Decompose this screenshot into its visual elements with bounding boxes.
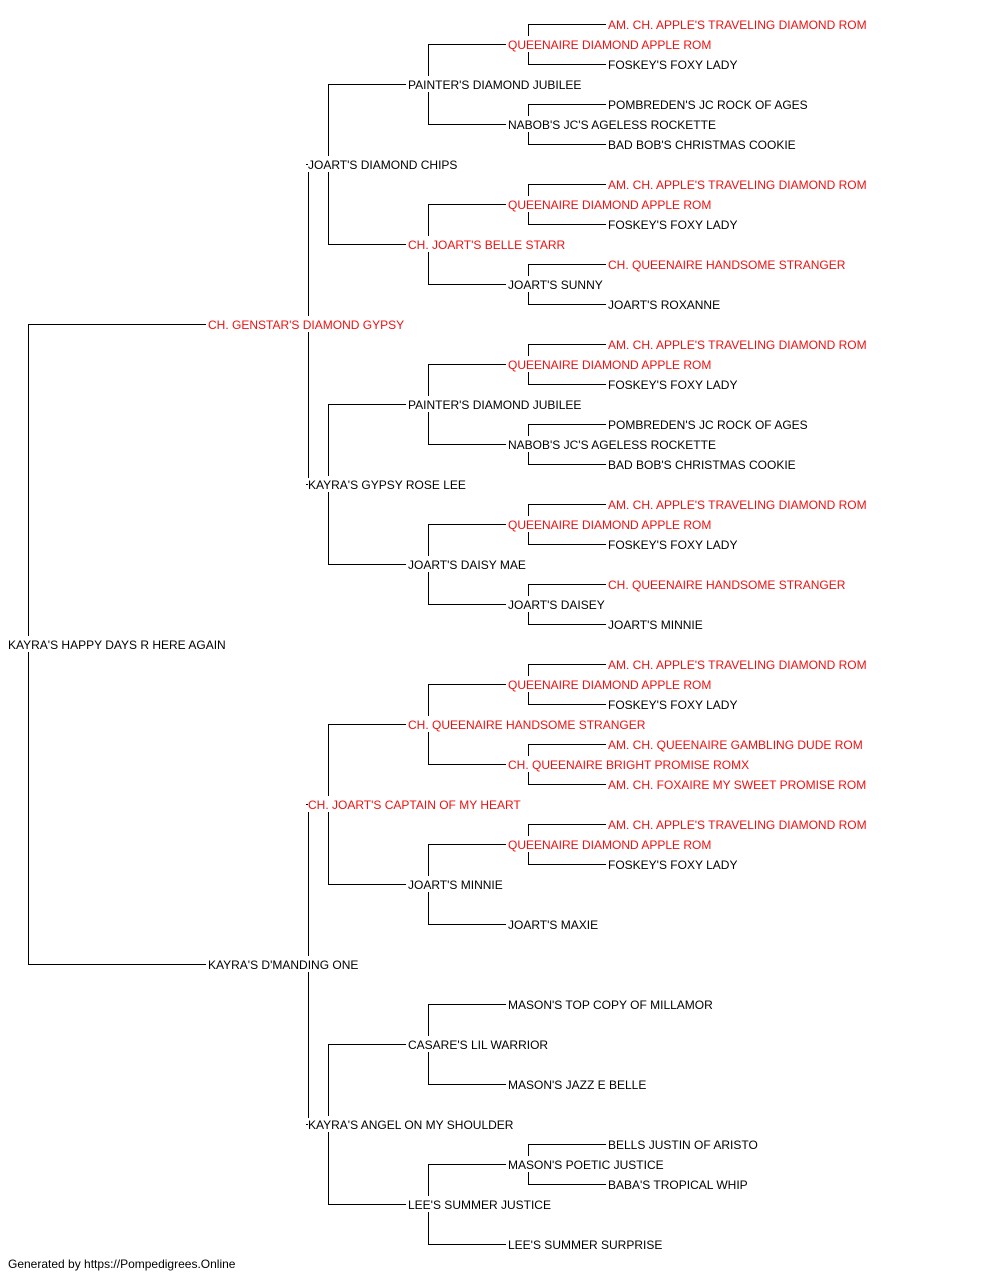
pedigree-ancestor-gen4: MASON'S POETIC JUSTICE (508, 1157, 666, 1172)
pedigree-ancestor-gen4: NABOB'S JC'S AGELESS ROCKETTE (508, 437, 718, 452)
pedigree-ancestor-gen5: BELLS JUSTIN OF ARISTO (608, 1137, 760, 1152)
pedigree-ancestor-gen5: AM. CH. FOXAIRE MY SWEET PROMISE ROM (608, 777, 869, 792)
pedigree-ancestor-gen5: FOSKEY'S FOXY LADY (608, 57, 740, 72)
pedigree-ancestor-gen5: FOSKEY'S FOXY LADY (608, 697, 740, 712)
pedigree-ancestor-gen3: PAINTER'S DIAMOND JUBILEE (408, 397, 584, 412)
pedigree-ancestor-gen5: BAD BOB'S CHRISTMAS COOKIE (608, 137, 798, 152)
pedigree-ancestor-gen4: QUEENAIRE DIAMOND APPLE ROM (508, 837, 714, 852)
pedigree-ancestor-gen1: CH. GENSTAR'S DIAMOND GYPSY (208, 317, 407, 332)
pedigree-ancestor-gen3: JOART'S DAISY MAE (408, 557, 528, 572)
pedigree-ancestor-gen4: LEE'S SUMMER SURPRISE (508, 1237, 665, 1252)
pedigree-ancestor-gen5: AM. CH. APPLE'S TRAVELING DIAMOND ROM (608, 657, 869, 672)
pedigree-ancestor-gen3: PAINTER'S DIAMOND JUBILEE (408, 77, 584, 92)
pedigree-ancestor-gen2: KAYRA'S ANGEL ON MY SHOULDER (308, 1117, 516, 1132)
pedigree-ancestor-gen4: QUEENAIRE DIAMOND APPLE ROM (508, 197, 714, 212)
pedigree-ancestor-gen4: JOART'S DAISEY (508, 597, 607, 612)
footer-credit: Generated by https://Pompedigrees.Online (8, 1257, 236, 1271)
pedigree-ancestor-gen3: JOART'S MINNIE (408, 877, 505, 892)
pedigree-ancestor-gen5: CH. QUEENAIRE HANDSOME STRANGER (608, 577, 848, 592)
pedigree-ancestor-gen4: QUEENAIRE DIAMOND APPLE ROM (508, 677, 714, 692)
pedigree-ancestor-gen3: CH. QUEENAIRE HANDSOME STRANGER (408, 717, 648, 732)
pedigree-ancestor-gen4: QUEENAIRE DIAMOND APPLE ROM (508, 517, 714, 532)
pedigree-ancestor-gen5: FOSKEY'S FOXY LADY (608, 217, 740, 232)
pedigree-ancestor-gen5: BABA'S TROPICAL WHIP (608, 1177, 750, 1192)
pedigree-ancestor-gen4: MASON'S JAZZ E BELLE (508, 1077, 649, 1092)
pedigree-ancestor-gen5: AM. CH. APPLE'S TRAVELING DIAMOND ROM (608, 497, 869, 512)
pedigree-ancestor-gen5: POMBREDEN'S JC ROCK OF AGES (608, 97, 810, 112)
pedigree-ancestor-gen5: CH. QUEENAIRE HANDSOME STRANGER (608, 257, 848, 272)
pedigree-ancestor-gen5: POMBREDEN'S JC ROCK OF AGES (608, 417, 810, 432)
pedigree-ancestor-gen5: FOSKEY'S FOXY LADY (608, 537, 740, 552)
pedigree-ancestor-gen3: LEE'S SUMMER JUSTICE (408, 1197, 553, 1212)
pedigree-ancestor-gen2: CH. JOART'S CAPTAIN OF MY HEART (308, 797, 523, 812)
pedigree-ancestor-gen5: FOSKEY'S FOXY LADY (608, 377, 740, 392)
pedigree-ancestor-gen5: AM. CH. APPLE'S TRAVELING DIAMOND ROM (608, 817, 869, 832)
pedigree-ancestor-gen4: QUEENAIRE DIAMOND APPLE ROM (508, 37, 714, 52)
pedigree-ancestor-gen5: AM. CH. APPLE'S TRAVELING DIAMOND ROM (608, 177, 869, 192)
pedigree-ancestor-gen5: JOART'S MINNIE (608, 617, 705, 632)
pedigree-ancestor-gen3: CH. JOART'S BELLE STARR (408, 237, 568, 252)
pedigree-ancestor-gen2: JOART'S DIAMOND CHIPS (308, 157, 460, 172)
pedigree-ancestor-gen4: NABOB'S JC'S AGELESS ROCKETTE (508, 117, 718, 132)
pedigree-ancestor-gen5: AM. CH. APPLE'S TRAVELING DIAMOND ROM (608, 17, 869, 32)
pedigree-ancestor-gen5: BAD BOB'S CHRISTMAS COOKIE (608, 457, 798, 472)
pedigree-ancestor-gen5: AM. CH. APPLE'S TRAVELING DIAMOND ROM (608, 337, 869, 352)
pedigree-ancestor-gen4: JOART'S MAXIE (508, 917, 601, 932)
pedigree-ancestor-gen3: CASARE'S LIL WARRIOR (408, 1037, 551, 1052)
pedigree-ancestor-gen5: AM. CH. QUEENAIRE GAMBLING DUDE ROM (608, 737, 865, 752)
pedigree-ancestor-gen5: FOSKEY'S FOXY LADY (608, 857, 740, 872)
pedigree-ancestor-gen1: KAYRA'S D'MANDING ONE (208, 957, 361, 972)
pedigree-ancestor-gen2: KAYRA'S GYPSY ROSE LEE (308, 477, 468, 492)
pedigree-subject: KAYRA'S HAPPY DAYS R HERE AGAIN (8, 637, 228, 652)
pedigree-ancestor-gen4: QUEENAIRE DIAMOND APPLE ROM (508, 357, 714, 372)
pedigree-ancestor-gen4: MASON'S TOP COPY OF MILLAMOR (508, 997, 715, 1012)
pedigree-ancestor-gen4: JOART'S SUNNY (508, 277, 605, 292)
pedigree-ancestor-gen4: CH. QUEENAIRE BRIGHT PROMISE ROMX (508, 757, 752, 772)
pedigree-ancestor-gen5: JOART'S ROXANNE (608, 297, 723, 312)
